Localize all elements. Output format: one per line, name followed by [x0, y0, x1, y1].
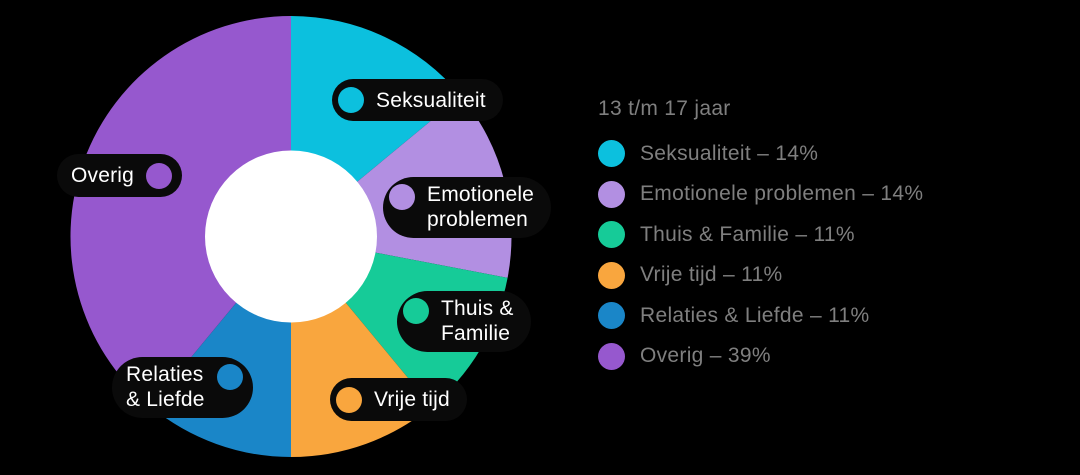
- callout-label: Seksualiteit: [376, 88, 486, 112]
- callout-seksualiteit: Seksualiteit: [332, 79, 503, 121]
- legend-item-vrije-tijd: Vrije tijd – 11%: [598, 261, 923, 289]
- legend-label: Thuis & Familie – 11%: [640, 222, 855, 246]
- callout-dot-thuis-familie: [403, 298, 429, 324]
- callout-relaties-liefde: Relaties& Liefde: [112, 357, 253, 418]
- legend-rows: Seksualiteit – 14% Emotionele problemen –…: [598, 140, 923, 370]
- callout-dot-seksualiteit: [338, 87, 364, 113]
- legend-label: Seksualiteit – 14%: [640, 141, 819, 165]
- legend-dot-vrije-tijd: [598, 261, 625, 289]
- legend-dot-emotionele-problemen: [598, 180, 625, 208]
- callout-label: Thuis &Familie: [441, 297, 514, 345]
- legend-label: Overig – 39%: [640, 344, 771, 367]
- callout-dot-vrije-tijd: [336, 386, 362, 413]
- callout-overig: Overig: [57, 154, 183, 197]
- legend-item-emotionele-problemen: Emotionele problemen – 14%: [598, 180, 924, 208]
- legend-dot-relaties-liefde: [598, 302, 625, 329]
- legend-item-seksualiteit: Seksualiteit – 14%: [598, 140, 923, 167]
- pie-slice-overig: [70, 16, 291, 407]
- callout-label: Relaties& Liefde: [126, 363, 205, 411]
- callout-label: Overig: [71, 164, 135, 187]
- legend-dot-thuis-familie: [598, 221, 625, 248]
- callout-thuis-familie: Thuis &Familie: [397, 291, 531, 352]
- callout-vrije-tijd: Vrije tijd: [330, 378, 467, 421]
- legend-label: Relaties & Liefde – 11%: [640, 303, 870, 327]
- callout-dot-relaties-liefde: [216, 364, 243, 390]
- donut-hole: [205, 150, 377, 323]
- legend: 13 t/m 17 jaar Seksualiteit – 14% Emotion…: [598, 97, 923, 383]
- legend-item-overig: Overig – 39%: [598, 342, 923, 370]
- callout-dot-overig: [146, 162, 173, 189]
- legend-item-thuis-familie: Thuis & Familie – 11%: [598, 221, 923, 248]
- callout-label: Vrije tijd: [374, 388, 450, 411]
- legend-title: 13 t/m 17 jaar: [598, 97, 731, 120]
- legend-dot-overig: [598, 342, 625, 370]
- callout-dot-emotionele-problemen: [389, 184, 415, 210]
- legend-dot-seksualiteit: [598, 140, 625, 167]
- legend-item-relaties-liefde: Relaties & Liefde – 11%: [598, 302, 923, 329]
- legend-label: Emotionele problemen – 14%: [640, 182, 924, 205]
- legend-label: Vrije tijd – 11%: [640, 263, 783, 286]
